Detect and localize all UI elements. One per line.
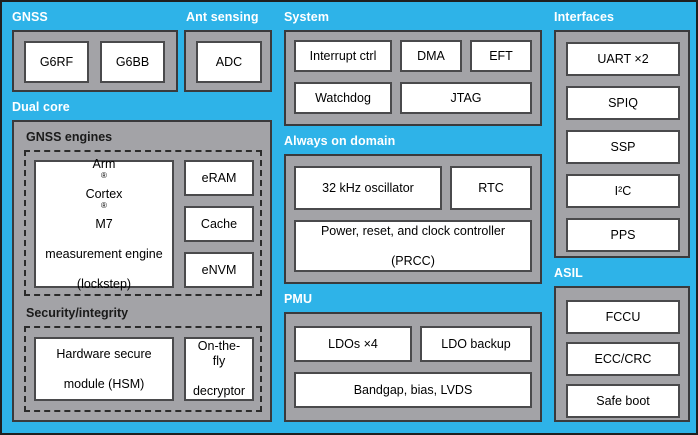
block-g6bb[interactable]: G6BB [100,41,165,83]
block-ldo-backup-label: LDO backup [441,336,511,351]
block-hardware-secure-module[interactable]: Hardware secure module (HSM) [34,337,174,401]
section-always-on-domain: Always on domain 32 kHz oscillator RTC P… [282,134,544,286]
block-i2c-label: I²C [614,183,632,198]
block-fccu-label: FCCU [605,309,641,324]
prcc-line1: Power, reset, and clock controller [320,223,506,238]
block-bandgap-bias-lvds[interactable]: Bandgap, bias, LVDS [294,372,532,408]
hsm-line1: Hardware secure [56,346,152,361]
section-gnss: GNSS G6RF G6BB [10,10,178,95]
block-fccu[interactable]: FCCU [566,300,680,334]
block-rtc[interactable]: RTC [450,166,532,210]
block-spiq[interactable]: SPIQ [566,86,680,120]
block-cache[interactable]: Cache [184,206,254,242]
group-security-integrity: Security/integrity Hardware secure module… [22,306,264,416]
registered-icon-1: ® [101,170,107,180]
block-eft-label: EFT [489,48,513,63]
asil-group-box: FCCU ECC/CRC Safe boot [554,286,690,422]
m7-line1-post: M7 [95,216,113,231]
block-i2c[interactable]: I²C [566,174,680,208]
m7-line2: measurement engine [45,246,163,261]
block-ldo-backup[interactable]: LDO backup [420,326,532,362]
otf-line1: On-the-fly [197,339,241,368]
block-ldos-label: LDOs ×4 [328,336,378,351]
section-title-asil: ASIL [554,266,583,280]
block-spiq-label: SPIQ [608,95,638,110]
block-pps-label: PPS [610,227,636,242]
registered-icon-2: ® [101,200,107,210]
block-adc-label: ADC [215,54,243,69]
block-interrupt-ctrl-label: Interrupt ctrl [309,48,377,63]
security-integrity-dashed-boundary: Hardware secure module (HSM) On-the-fly de… [24,326,262,412]
m7-line1-pre: Arm [92,156,116,171]
block-rtc-label: RTC [478,180,504,195]
section-title-always-on-domain: Always on domain [284,134,396,148]
section-title-gnss: GNSS [12,10,48,24]
block-watchdog[interactable]: Watchdog [294,82,392,114]
block-power-reset-clock-controller[interactable]: Power, reset, and clock controller (PRCC) [294,220,532,272]
block-pps[interactable]: PPS [566,218,680,252]
block-ldos[interactable]: LDOs ×4 [294,326,412,362]
interfaces-group-box: UART ×2 SPIQ SSP I²C PPS [554,30,690,258]
block-watchdog-label: Watchdog [315,90,371,105]
block-ssp[interactable]: SSP [566,130,680,164]
group-title-gnss-engines: GNSS engines [26,130,113,144]
group-title-security-integrity: Security/integrity [26,306,129,320]
block-cache-label: Cache [200,216,238,231]
block-g6rf[interactable]: G6RF [24,41,89,83]
block-safe-boot-label: Safe boot [596,393,650,408]
block-g6rf-label: G6RF [39,54,74,69]
block-32khz-oscillator[interactable]: 32 kHz oscillator [294,166,442,210]
block-ecc-crc-label: ECC/CRC [594,351,652,366]
block-eram-label: eRAM [201,170,237,185]
block-dma-label: DMA [417,48,445,63]
m7-line1-mid: Cortex [85,186,123,201]
block-ssp-label: SSP [610,139,636,154]
section-title-ant-sensing: Ant sensing [186,10,259,24]
ant-sensing-group-box: ADC [184,30,272,92]
pmu-group-box: LDOs ×4 LDO backup Bandgap, bias, LVDS [284,312,542,422]
section-title-pmu: PMU [284,292,313,306]
gnss-group-box: G6RF G6BB [12,30,178,92]
block-eft[interactable]: EFT [470,40,532,72]
section-ant-sensing: Ant sensing ADC [184,10,272,95]
block-jtag-label: JTAG [450,90,482,105]
otf-line2: decryptor [192,384,246,398]
section-pmu: PMU LDOs ×4 LDO backup Bandgap, bias, LV… [282,292,544,424]
section-interfaces: Interfaces UART ×2 SPIQ SSP I²C PPS [552,10,692,260]
block-ecc-crc[interactable]: ECC/CRC [566,342,680,376]
m7-line3: (lockstep) [76,276,132,291]
block-dma[interactable]: DMA [400,40,462,72]
block-hsm-label: Hardware secure module (HSM) [50,347,157,392]
section-title-interfaces: Interfaces [554,10,615,24]
section-title-system: System [284,10,330,24]
block-jtag[interactable]: JTAG [400,82,532,114]
section-title-dual-core: Dual core [12,100,70,114]
section-asil: ASIL FCCU ECC/CRC Safe boot [552,266,692,424]
block-envm[interactable]: eNVM [184,252,254,288]
prcc-line2: (PRCC) [391,253,435,268]
hsm-line2: module (HSM) [63,376,145,391]
block-on-the-fly-decryptor[interactable]: On-the-fly decryptor [184,337,254,401]
block-oscillator-label: 32 kHz oscillator [322,180,414,195]
block-eram[interactable]: eRAM [184,160,254,196]
block-interrupt-ctrl[interactable]: Interrupt ctrl [294,40,392,72]
block-adc[interactable]: ADC [196,41,262,83]
block-uart[interactable]: UART ×2 [566,42,680,76]
block-safe-boot[interactable]: Safe boot [566,384,680,418]
block-prcc-label: Power, reset, and clock controller (PRCC) [315,224,511,269]
block-envm-label: eNVM [201,262,237,277]
block-g6bb-label: G6BB [115,54,150,69]
block-uart-label: UART ×2 [597,51,649,66]
block-otf-label: On-the-fly decryptor [186,339,252,399]
section-system: System Interrupt ctrl DMA EFT Watchdog J… [282,10,544,128]
system-group-box: Interrupt ctrl DMA EFT Watchdog JTAG [284,30,542,126]
block-bandgap-label: Bandgap, bias, LVDS [353,382,473,397]
always-on-domain-group-box: 32 kHz oscillator RTC Power, reset, and … [284,154,542,284]
